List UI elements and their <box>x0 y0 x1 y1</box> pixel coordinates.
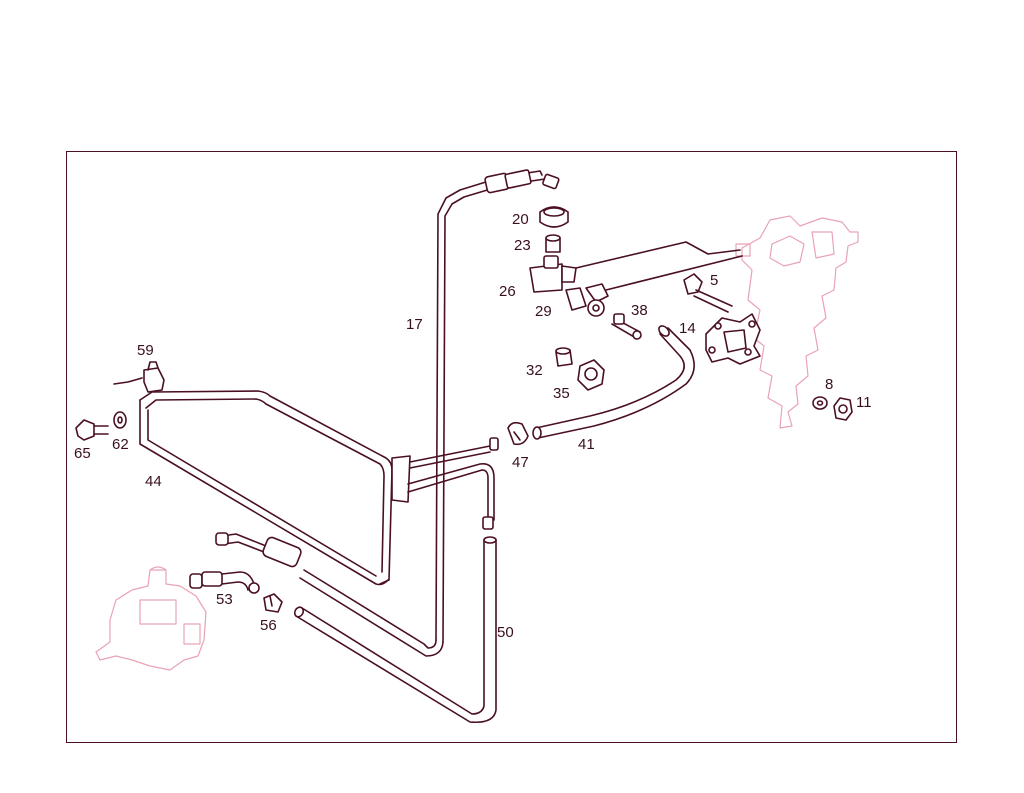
callout-35: 35 <box>553 385 570 402</box>
callout-53: 53 <box>216 591 233 608</box>
hollow-bolt <box>611 313 642 340</box>
clip-bolt <box>75 419 109 441</box>
callout-17: 17 <box>406 316 423 333</box>
hose-fitting <box>189 571 260 594</box>
diagram-frame <box>66 151 957 743</box>
callout-5: 5 <box>710 272 718 289</box>
seal-ring <box>545 234 561 253</box>
callout-14: 14 <box>679 320 696 337</box>
callout-32: 32 <box>526 362 543 379</box>
small-clamp <box>263 593 283 613</box>
mounting-bolt <box>683 273 733 313</box>
gear-feed-pipes <box>575 241 743 291</box>
pump-ghost <box>95 566 207 671</box>
callout-41: 41 <box>578 436 595 453</box>
steering-gear-ghost <box>735 215 859 429</box>
callout-23: 23 <box>514 237 531 254</box>
union-nut <box>539 206 569 228</box>
plug <box>555 347 573 367</box>
tee-fitting <box>529 255 577 293</box>
callout-11: 11 <box>856 394 872 411</box>
callout-8: 8 <box>825 376 833 393</box>
callout-38: 38 <box>631 302 648 319</box>
hex-nut <box>833 397 853 421</box>
callout-29: 29 <box>535 303 552 320</box>
callout-59: 59 <box>137 342 154 359</box>
callout-56: 56 <box>260 617 277 634</box>
callout-65: 65 <box>74 445 91 462</box>
cap-nut <box>577 359 605 391</box>
callout-62: 62 <box>112 436 129 453</box>
washer <box>812 396 828 410</box>
callout-50: 50 <box>497 624 514 641</box>
retaining-clip <box>113 361 165 393</box>
suction-hose <box>532 325 695 440</box>
return-hose <box>293 536 497 724</box>
banjo-fitting <box>565 283 609 317</box>
pressure-pipe <box>299 169 560 657</box>
spacer-washer <box>113 411 127 429</box>
callout-47: 47 <box>512 454 529 471</box>
lower-pressure-line <box>215 532 302 568</box>
callout-26: 26 <box>499 283 516 300</box>
callout-44: 44 <box>145 473 162 490</box>
flange-plate <box>705 313 761 365</box>
hose-clamp <box>507 421 529 446</box>
return-pipe-loop <box>139 390 499 586</box>
callout-20: 20 <box>512 211 529 228</box>
